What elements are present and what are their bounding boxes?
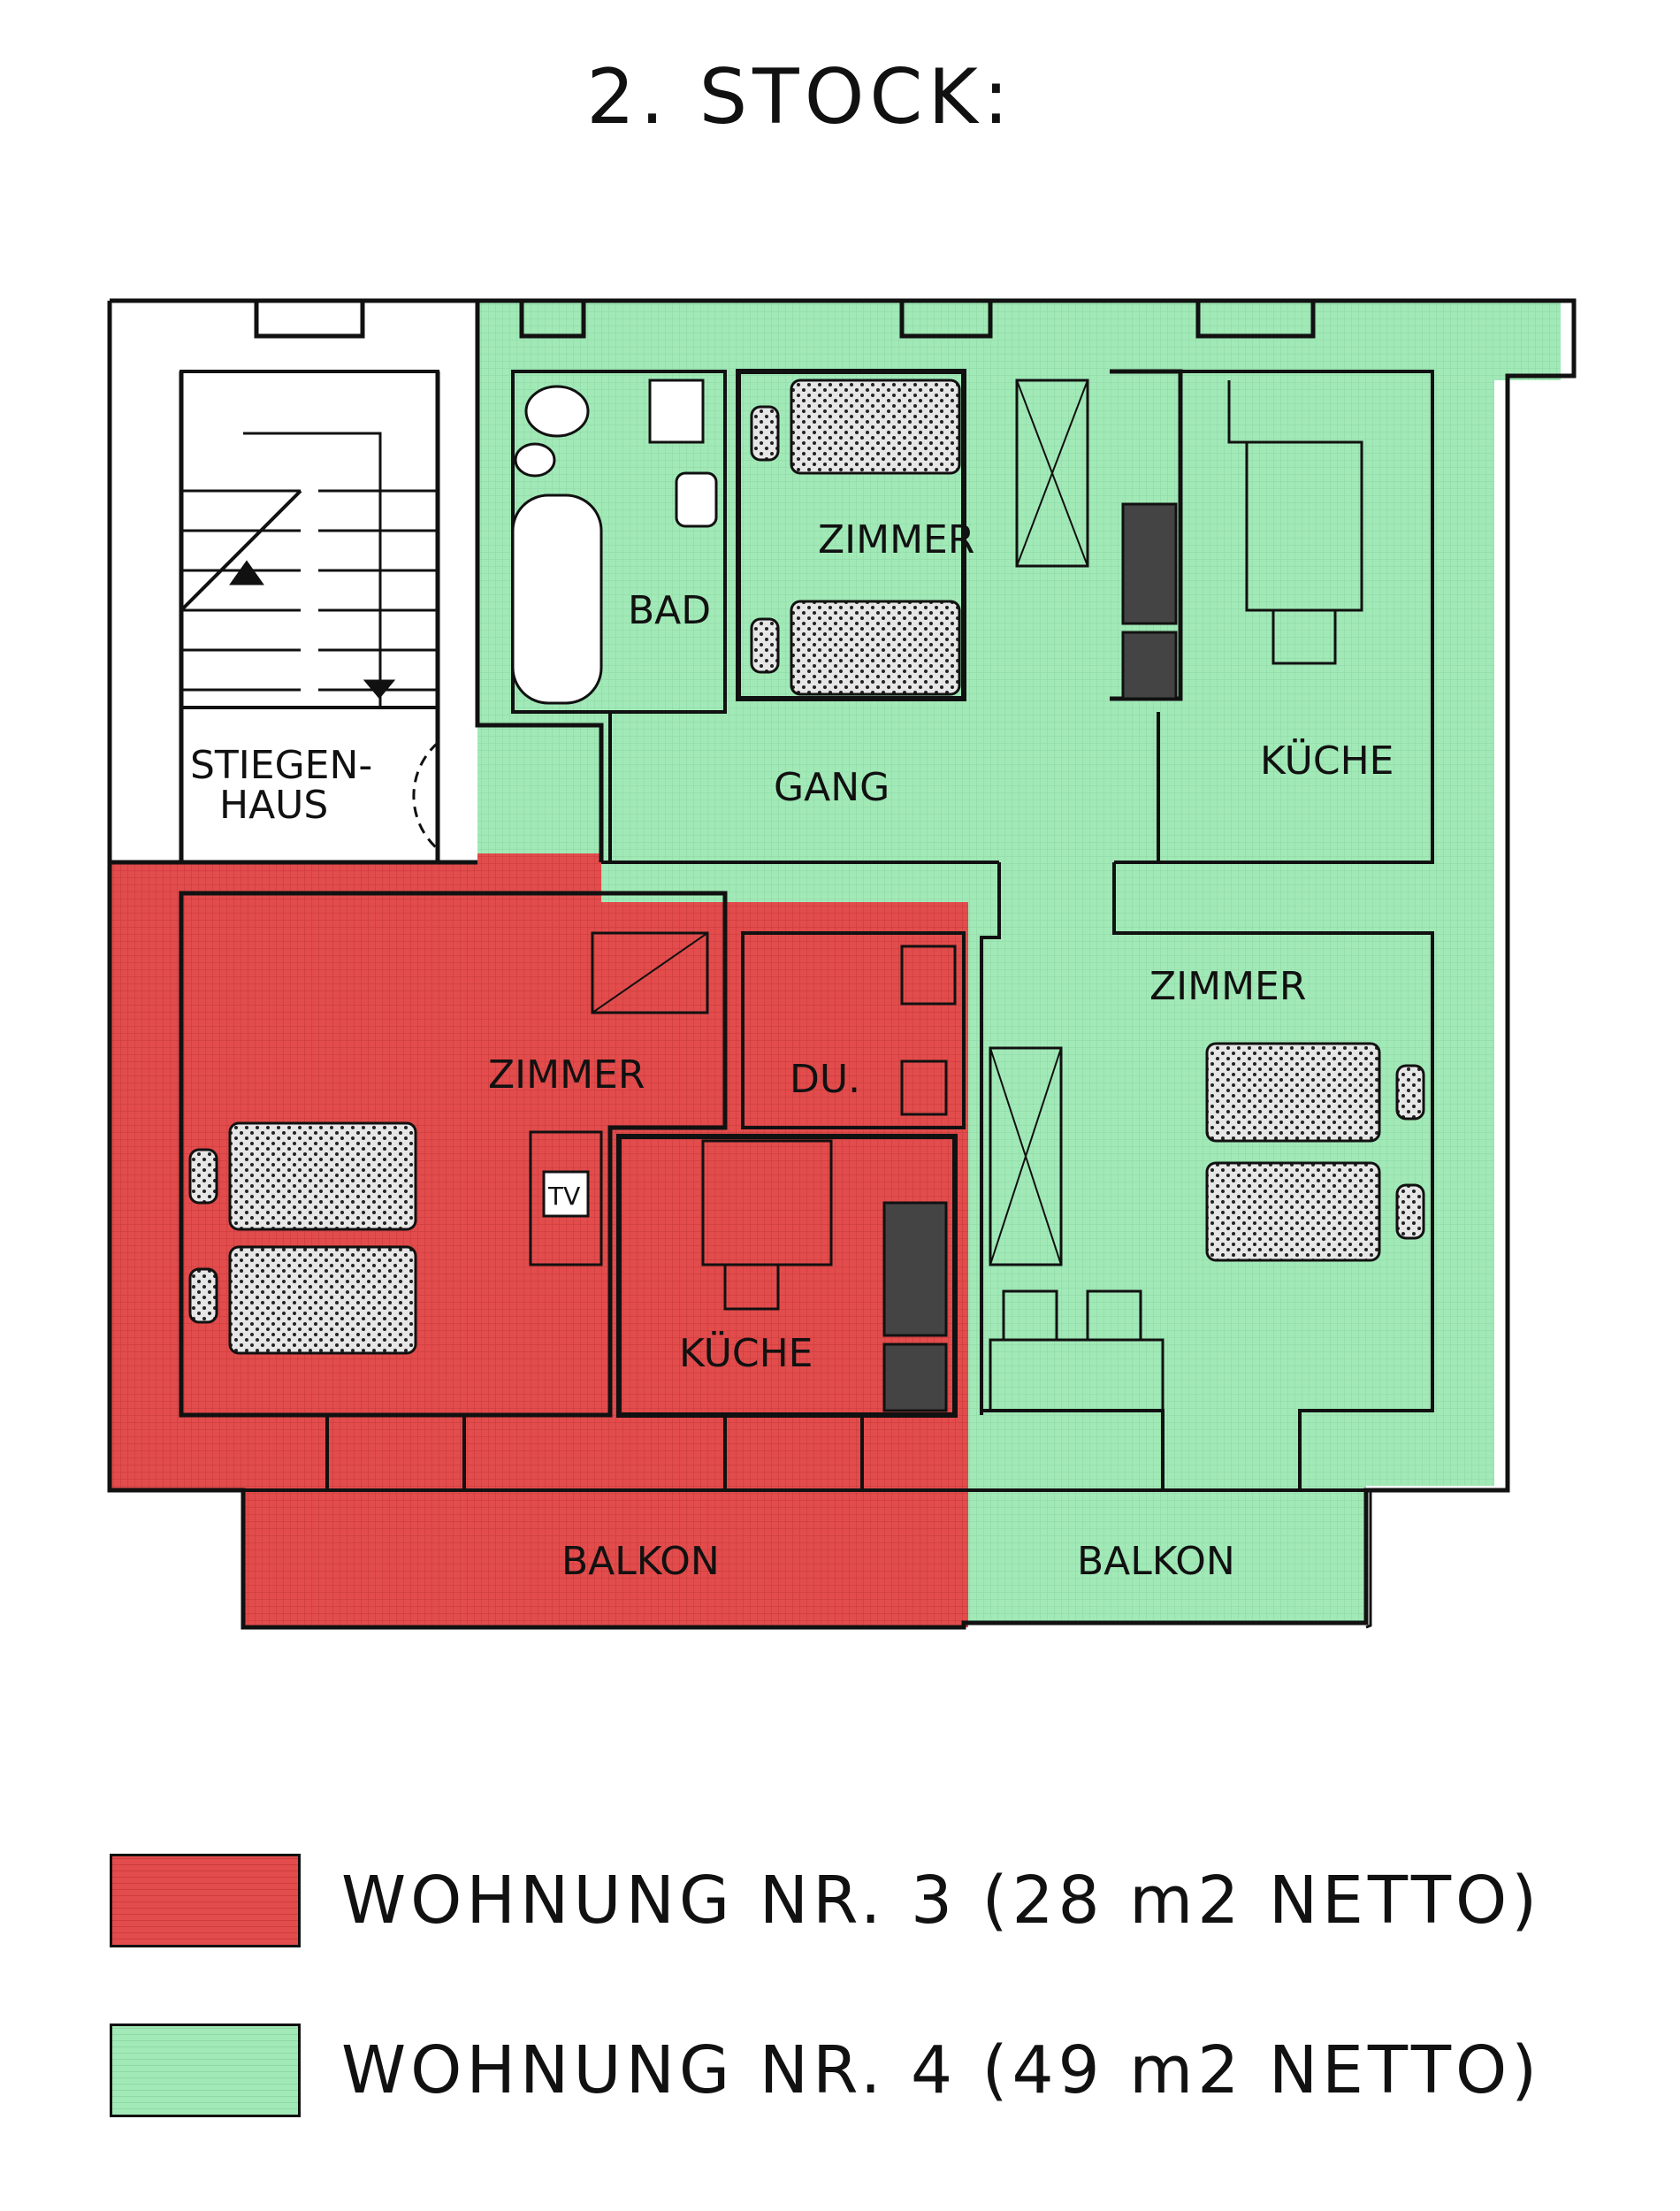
svg-text:HAUS: HAUS — [219, 783, 328, 828]
tv-unit: TV — [529, 1130, 603, 1266]
kitchen-top-fixtures — [1121, 380, 1363, 700]
svg-text:KÜCHE: KÜCHE — [679, 1330, 813, 1376]
svg-text:BALKON: BALKON — [561, 1539, 720, 1584]
room-labels: STIEGEN- HAUS BAD ZIMMER GANG KÜCHE ZIMM… — [190, 517, 1394, 1584]
kitchen-red-fixtures — [701, 945, 957, 1412]
beds — [188, 379, 1425, 1355]
svg-text:TV: TV — [547, 1182, 580, 1211]
zone-wohnung-3 — [110, 853, 968, 1627]
svg-text:BALKON: BALKON — [1077, 1539, 1235, 1584]
floor-plan: TV STIEGEN- HAUS BAD ZIMMER GANG KÜCHE Z… — [107, 298, 1577, 1630]
page-title: 2. STOCK: — [586, 53, 1014, 142]
svg-text:DU.: DU. — [790, 1057, 860, 1102]
svg-text:ZIMMER: ZIMMER — [488, 1052, 645, 1098]
svg-text:GANG: GANG — [774, 765, 890, 810]
legend-swatch-green — [110, 2024, 301, 2117]
svg-text:ZIMMER: ZIMMER — [818, 517, 974, 562]
staircase — [179, 432, 438, 708]
svg-text:BAD: BAD — [628, 588, 711, 633]
bathroom-fixtures — [511, 379, 718, 705]
legend-label: WOHNUNG NR. 4 (49 m2 NETTO) — [341, 2032, 1542, 2108]
svg-text:KÜCHE: KÜCHE — [1260, 738, 1394, 784]
legend-label: WOHNUNG NR. 3 (28 m2 NETTO) — [341, 1863, 1542, 1939]
svg-text:ZIMMER: ZIMMER — [1149, 964, 1306, 1009]
svg-text:STIEGEN-: STIEGEN- — [190, 743, 372, 788]
wardrobe-right — [989, 1046, 1165, 1412]
legend-swatch-red — [110, 1854, 301, 1947]
entrance-door — [412, 741, 439, 851]
building-walls — [107, 298, 1577, 1630]
